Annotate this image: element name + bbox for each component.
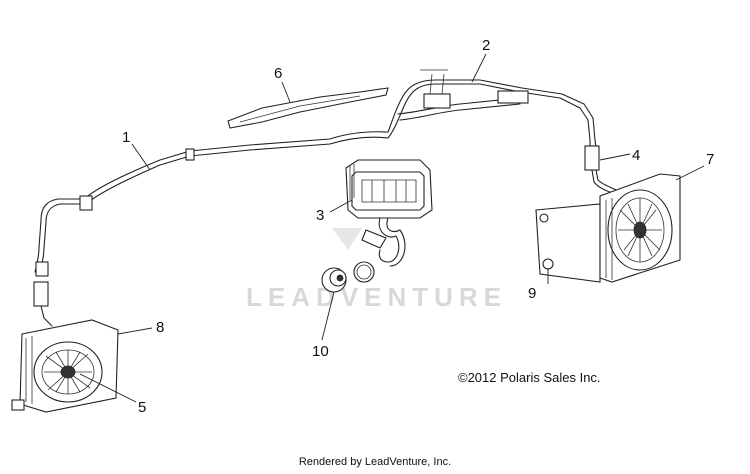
leader-4 xyxy=(599,153,631,161)
leader-1 xyxy=(131,143,151,171)
callout-6: 6 xyxy=(274,65,282,82)
leader-5 xyxy=(79,373,137,403)
callout-8: 8 xyxy=(156,319,164,336)
callout-4: 4 xyxy=(632,147,640,164)
part-2-harness xyxy=(387,69,597,149)
harness-clip xyxy=(185,148,195,161)
leader-6 xyxy=(281,81,291,103)
leader-3 xyxy=(329,199,353,213)
part-3-display xyxy=(345,159,433,267)
callout-7: 7 xyxy=(706,151,714,168)
footer-credit: Rendered by LeadVenture, Inc. xyxy=(298,456,452,468)
harness-connector xyxy=(497,90,529,104)
callout-1: 1 xyxy=(122,129,130,146)
leader-10 xyxy=(321,291,335,341)
leader-7 xyxy=(675,165,705,181)
part-6-strip xyxy=(227,87,389,129)
copyright-notice: ©2012 Polaris Sales Inc. xyxy=(458,370,601,385)
callout-9: 9 xyxy=(528,285,536,302)
leader-2 xyxy=(471,53,487,83)
callout-3: 3 xyxy=(316,207,324,224)
part-8-left-fan-shroud xyxy=(11,319,119,413)
watermark-logo: LEADVENTURE xyxy=(246,228,507,312)
leader-8 xyxy=(117,327,153,335)
callout-2: 2 xyxy=(482,37,490,54)
callout-10: 10 xyxy=(312,343,329,360)
harness-connector xyxy=(33,281,49,307)
leader-lines xyxy=(79,53,705,403)
part-1-harness xyxy=(33,131,389,327)
watermark-text: LEADVENTURE xyxy=(246,282,507,312)
connector-body xyxy=(584,145,600,171)
harness-clip xyxy=(79,195,93,211)
harness-connector xyxy=(423,93,451,109)
callout-5: 5 xyxy=(138,399,146,416)
part-7-right-fan xyxy=(535,173,681,283)
part-4-connector xyxy=(584,145,621,197)
callouts: 1 2 3 4 5 6 7 8 9 10 xyxy=(122,37,714,416)
harness-connector xyxy=(35,261,49,277)
